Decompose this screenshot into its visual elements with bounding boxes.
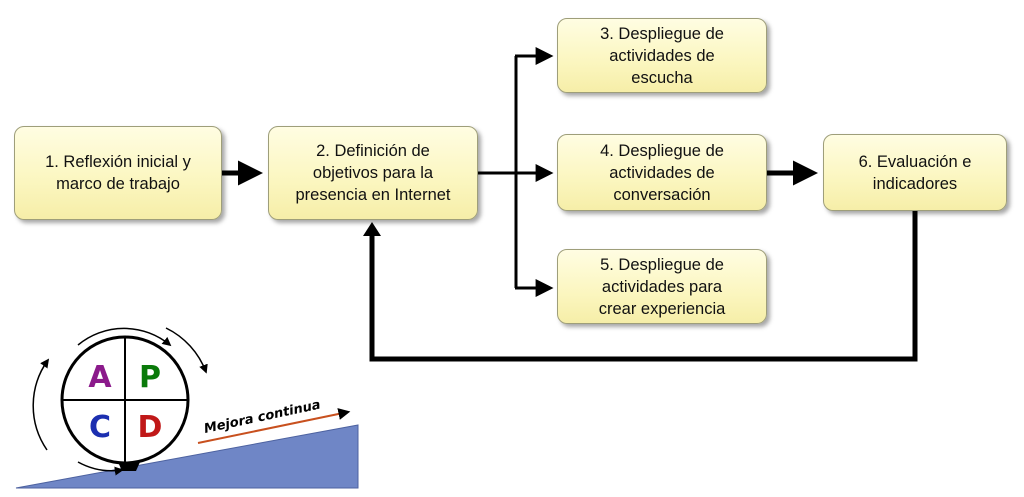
- rotation-arrow-bottom: [77, 461, 124, 476]
- step-1-box: 1. Reflexión inicial y marco de trabajo: [14, 126, 222, 220]
- step-2-line-2: objetivos para la: [312, 164, 434, 182]
- step-5-line-3: crear experiencia: [598, 299, 726, 318]
- step-3-line-1: 3. Despliegue de: [600, 24, 724, 43]
- ramp-arrow: [197, 408, 351, 444]
- step-4-line-1: 4. Despliegue de: [600, 141, 724, 160]
- step-6-box: 6. Evaluación e indicadores: [823, 134, 1007, 211]
- step-2-box: 2. Definición de objetivos para la prese…: [268, 126, 478, 220]
- step-2-line-3: presencia en Internet: [295, 186, 451, 204]
- step-1-line-2: marco de trabajo: [56, 175, 180, 193]
- pdca-letter-d: D: [138, 410, 163, 445]
- pdca-letter-a: A: [88, 360, 112, 395]
- step-6-line-1: 6. Evaluación e: [858, 152, 972, 171]
- wheel-stop: [118, 462, 140, 471]
- improvement-ramp: [15, 424, 359, 489]
- step-3-line-2: actividades de: [609, 46, 715, 65]
- ramp-label: Mejora continua: [203, 398, 322, 437]
- step-4-box: 4. Despliegue de actividades de conversa…: [557, 134, 767, 211]
- step-6-line-2: indicadores: [872, 174, 958, 193]
- step-5-line-1: 5. Despliegue de: [600, 255, 724, 274]
- step-4-line-2: actividades de: [609, 163, 715, 182]
- rotation-arrow-top: [77, 327, 172, 347]
- rotation-arrow-right: [165, 327, 208, 374]
- step-1-line-1: 1. Reflexión inicial y: [45, 153, 191, 171]
- step-5-line-2: actividades para: [601, 277, 723, 296]
- step-5-box: 5. Despliegue de actividades para crear …: [557, 249, 767, 324]
- pdca-letter-c: C: [89, 410, 111, 445]
- feedback-loop-6-to-2: [369, 211, 918, 362]
- step-3-box: 3. Despliegue de actividades de escucha: [557, 18, 767, 93]
- step-4-line-3: conversación: [613, 185, 711, 204]
- pdca-letter-p: P: [139, 360, 161, 395]
- step-2-line-1: 2. Definición de: [316, 142, 430, 160]
- step-3-line-3: escucha: [631, 68, 693, 87]
- rotation-arrow-left: [32, 358, 50, 451]
- feedback-arrowhead: [363, 222, 381, 236]
